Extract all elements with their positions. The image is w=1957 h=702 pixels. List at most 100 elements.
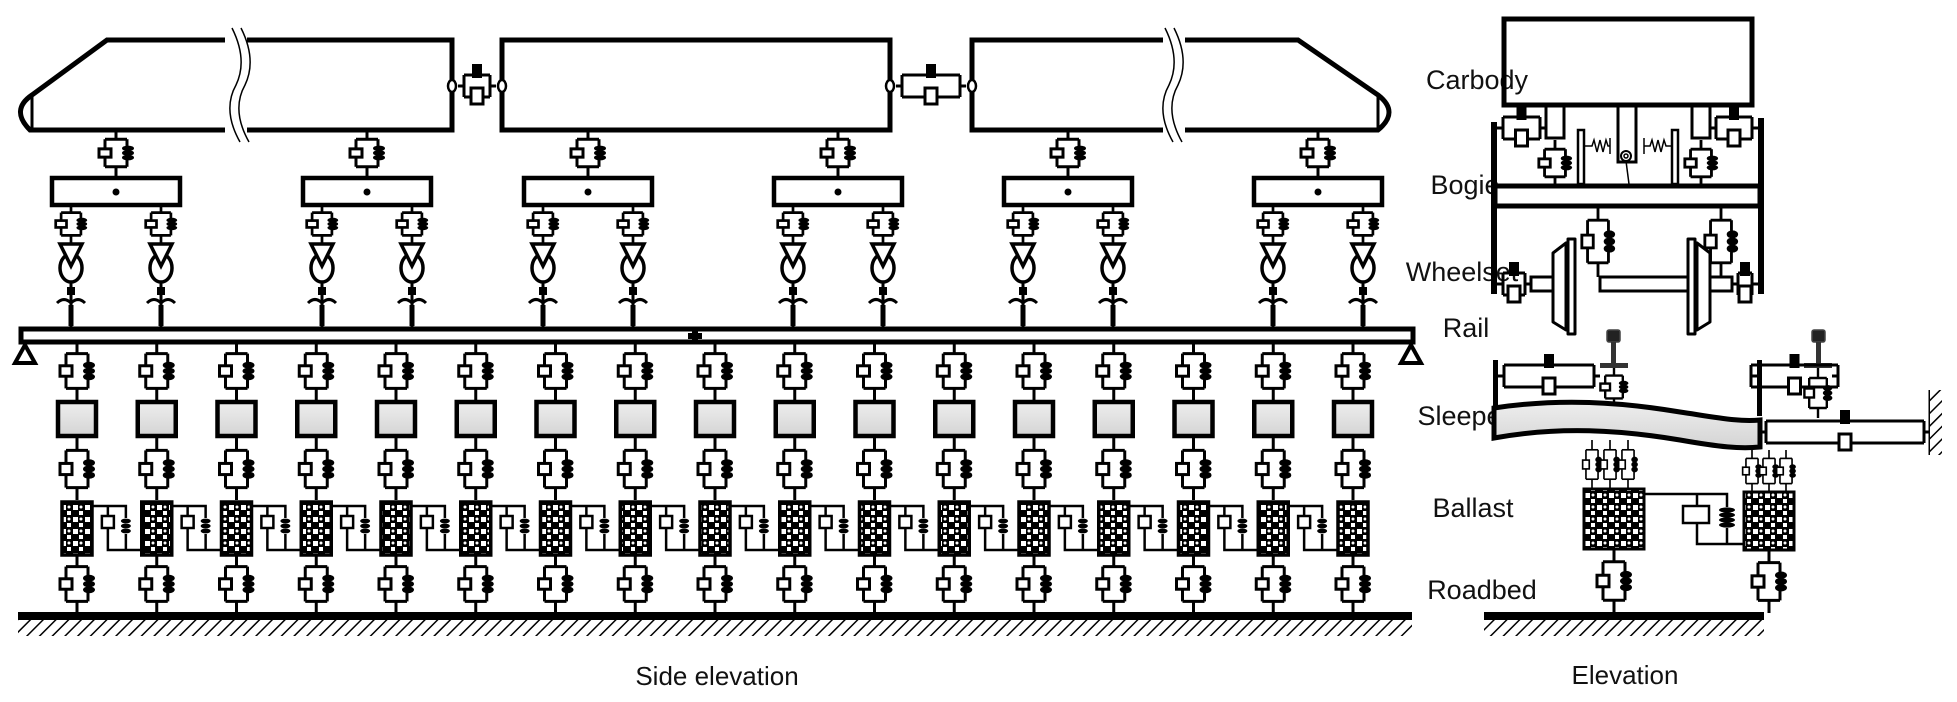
sleeper-block (1252, 399, 1295, 439)
damper-icon (1837, 432, 1853, 452)
spring-icon (960, 459, 973, 479)
damper-icon (1256, 219, 1270, 229)
primary-suspension (144, 205, 178, 243)
damper-icon (1015, 364, 1031, 378)
label-bogie: Bogie (1430, 170, 1499, 200)
ground-line-elev (1484, 612, 1764, 620)
ballast-block (937, 500, 971, 557)
spring-icon (800, 361, 813, 381)
spring-icon (844, 145, 856, 161)
spring-icon (721, 459, 733, 479)
spring-icon (1324, 145, 1336, 161)
coupler-1 (458, 64, 496, 106)
sleeper-block (295, 399, 338, 439)
rail-pad-unit (616, 342, 654, 400)
damper-icon (469, 86, 485, 106)
damper-icon (1741, 466, 1751, 476)
damper-icon (1175, 461, 1190, 477)
spring-icon (1359, 459, 1371, 479)
damper-icon (856, 364, 871, 378)
spring-icon (322, 459, 335, 479)
elev-primary-vertical-left (1580, 206, 1616, 277)
rail-pad-unit (138, 342, 175, 400)
elev-sleeper-lateral-unit (1760, 410, 1930, 452)
bogie-center-dot (112, 188, 120, 196)
elev-secondary-lateral-left (1497, 106, 1546, 148)
damper-icon (138, 461, 154, 477)
ballast-block (379, 500, 413, 557)
spring-icon (721, 361, 733, 381)
damper-icon (935, 364, 951, 378)
couplers (446, 64, 978, 106)
spring-icon (1119, 361, 1132, 381)
spring-icon (242, 361, 255, 381)
spring-icon (472, 64, 482, 78)
sleeper-block (1172, 399, 1215, 439)
damper-icon (537, 577, 552, 591)
spring-icon (76, 217, 88, 231)
bogie-1 (49, 130, 183, 328)
damper-icon (1514, 128, 1529, 148)
damper-icon (776, 461, 792, 477)
ballast-shear-unit (411, 504, 461, 552)
label-roadbed: Roadbed (1427, 575, 1537, 605)
elev-railpad-vertical-left (1599, 368, 1629, 406)
ballast-support-unit (935, 438, 973, 500)
carbodies (18, 27, 1392, 144)
ballast-support-unit (297, 438, 335, 500)
label-rail: Rail (1443, 313, 1490, 343)
ballast-support-unit (1175, 438, 1212, 500)
damper-icon (776, 364, 792, 378)
sleeper-block (1012, 399, 1056, 439)
damper-icon (1217, 514, 1232, 530)
wheelset (1006, 205, 1040, 328)
track-column (1252, 342, 1295, 613)
spring-icon (1040, 574, 1052, 594)
ballast-block (299, 500, 333, 557)
spring-icon (1516, 106, 1527, 120)
ballast-shear-unit (92, 504, 142, 552)
spring-icon (242, 574, 255, 594)
damper-icon (1299, 147, 1315, 159)
track-column (374, 342, 418, 613)
elev-sleeper-ballast-unit (1617, 440, 1638, 489)
roadbed-unit (297, 555, 335, 613)
elev-bogie-bar (1492, 183, 1763, 209)
elev-bolster-left (1544, 104, 1566, 140)
rail-pad-unit (776, 342, 813, 400)
spring-icon (1368, 217, 1380, 231)
spring-icon (162, 574, 175, 594)
damper-icon (1580, 233, 1595, 250)
damper-icon (1599, 382, 1612, 392)
ballast-shear-unit (650, 504, 700, 552)
damper-icon (977, 514, 993, 530)
track-column (454, 342, 497, 613)
damper-icon (54, 219, 68, 229)
primary-suspension (866, 205, 900, 243)
damper-icon (696, 461, 712, 477)
track-column (614, 342, 657, 613)
damper-icon (297, 461, 313, 477)
ballast-shear-unit (969, 504, 1019, 552)
ballast-support-unit (58, 438, 95, 500)
spring-icon (1729, 106, 1739, 120)
ballast-support-unit (616, 438, 654, 500)
rail-pad-unit (935, 342, 973, 400)
ballast-shear-unit (1049, 504, 1099, 552)
damper-icon (1541, 376, 1557, 396)
spring-icon (1706, 155, 1719, 171)
label-wheelset: Wheelset (1406, 257, 1519, 287)
bogie-frame (300, 175, 434, 208)
bogie-frame (521, 175, 655, 208)
spring-icon (888, 217, 900, 231)
damper-icon (1254, 461, 1270, 477)
damper-icon (1254, 577, 1270, 591)
track-column (295, 342, 338, 613)
elev-sleeper-ballast-unit (1599, 440, 1620, 489)
damper-icon (1095, 461, 1111, 477)
ballast-block (459, 500, 493, 557)
damper-icon (1175, 577, 1190, 591)
damper-icon (138, 364, 154, 378)
damper-icon (1015, 461, 1031, 477)
sleeper-block (454, 399, 497, 439)
